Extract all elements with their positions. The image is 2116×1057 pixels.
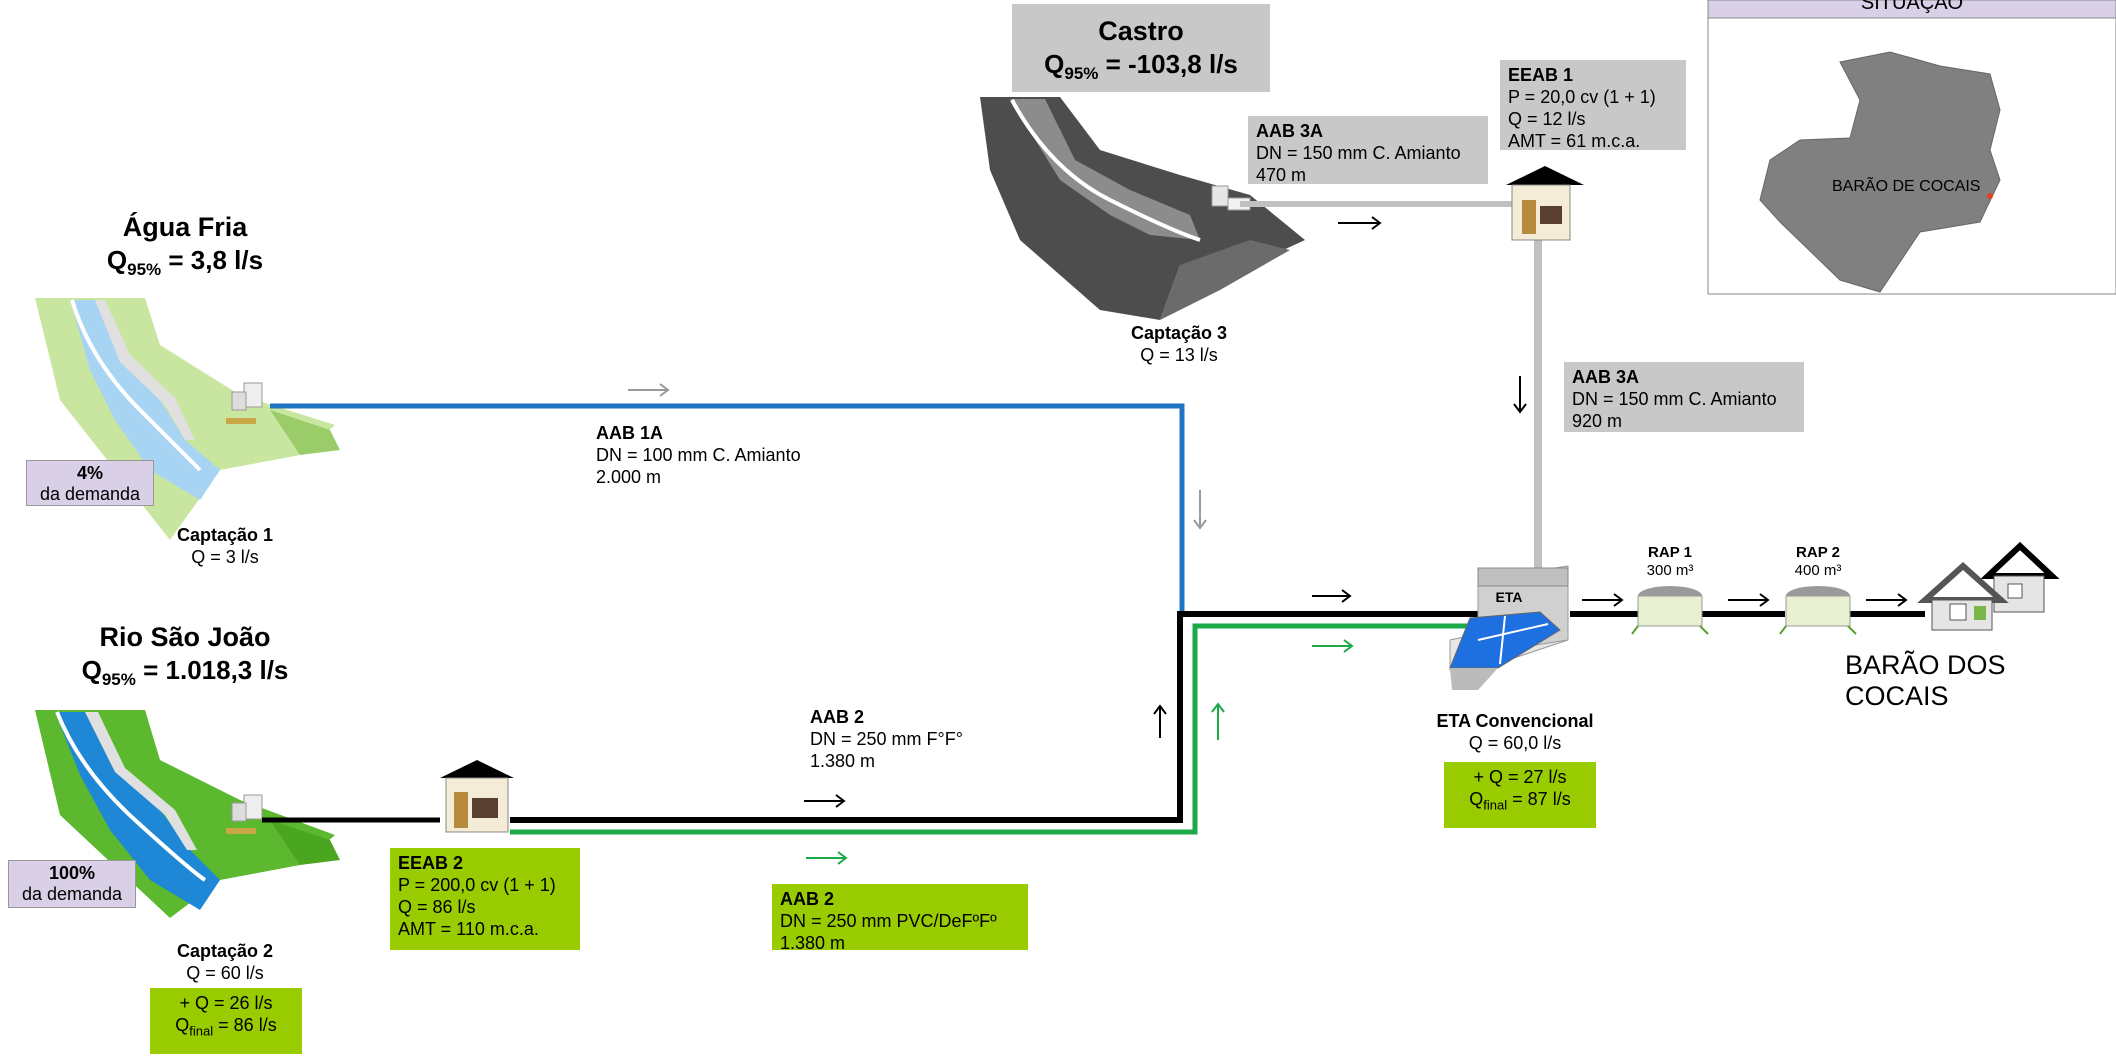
rap2-reservoir-icon xyxy=(1779,586,1857,635)
eta-building-icon xyxy=(1449,565,1569,690)
source-name: Rio São João xyxy=(99,622,271,652)
demand-badge-captacao-2: 100%da demanda xyxy=(8,860,136,908)
source-name: Castro xyxy=(1098,16,1184,46)
source-rio-sao-joao: Rio São João Q95% = 1.018,3 l/s xyxy=(60,620,310,696)
captacao-1-illustration xyxy=(35,298,340,540)
source-flow: Q95% = -103,8 l/s xyxy=(1044,49,1238,84)
captacao-2-flow-box: + Q = 26 l/s Qfinal = 86 l/s xyxy=(150,988,302,1054)
captacao-2-illustration xyxy=(35,710,340,918)
pipe-aab1a-label: AAB 1A DN = 100 mm C. Amianto 2.000 m xyxy=(596,423,801,487)
pipe-aab3a-top-label: AAB 3A DN = 150 mm C. Amianto 470 m xyxy=(1248,116,1488,185)
city-name: BARÃO DOS COCAIS xyxy=(1845,650,2006,711)
situacao-map-inset xyxy=(1707,0,2116,295)
pipe-aab2-green-label: AAB 2 DN = 250 mm PVC/DeFºFº 1.380 m xyxy=(772,884,1028,953)
pipe-aab3a-right-label: AAB 3A DN = 150 mm C. Amianto 920 m xyxy=(1564,362,1804,432)
source-flow: Q95% = 1.018,3 l/s xyxy=(81,655,289,690)
pipe-aab2-green xyxy=(510,623,1478,835)
rap1-reservoir-icon xyxy=(1631,586,1709,635)
eeab1-pump-house-icon xyxy=(1506,166,1584,241)
source-flow: Q95% = 3,8 l/s xyxy=(106,245,264,280)
eeab2-info-box: EEAB 2 P = 200,0 cv (1 + 1) Q = 86 l/s A… xyxy=(390,848,580,950)
flow-arrows xyxy=(628,216,1908,865)
pipe-aab2-black-label: AAB 2 DN = 250 mm F°F° 1.380 m xyxy=(810,707,963,771)
pipe-aab1a xyxy=(270,403,1185,614)
demand-badge-captacao-1: 4%da demanda xyxy=(26,460,154,506)
situacao-title: SITUAÇÃO xyxy=(1860,0,1964,14)
eeab2-pump-house-icon xyxy=(440,760,514,833)
eeab1-info-box: EEAB 1 P = 20,0 cv (1 + 1) Q = 12 l/s AM… xyxy=(1500,60,1686,151)
source-name: Água Fria xyxy=(122,212,248,242)
eta-flow-box: + Q = 27 l/s Qfinal = 87 l/s xyxy=(1444,762,1596,828)
source-agua-fria: Água Fria Q95% = 3,8 l/s xyxy=(80,210,290,286)
situacao-map-label: BARÃO DE COCAIS xyxy=(1832,178,1981,195)
pipe-aab2-black-main xyxy=(510,611,1478,823)
city-houses-icon xyxy=(1917,541,2060,631)
captacao-3-illustration xyxy=(980,97,1305,320)
source-castro: Castro Q95% = -103,8 l/s xyxy=(1012,4,1270,92)
eta-badge: ETA xyxy=(1495,589,1523,605)
